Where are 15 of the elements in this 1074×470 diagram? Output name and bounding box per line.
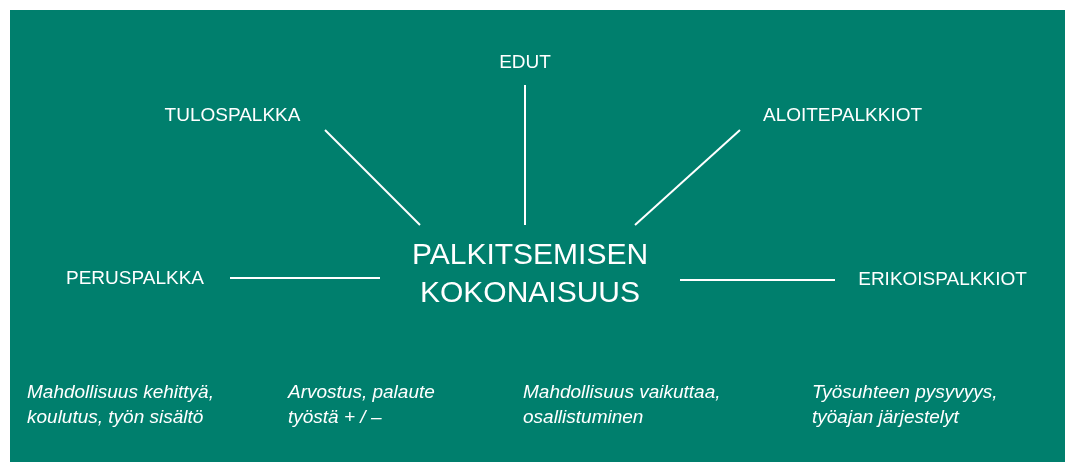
connector-line [634,129,741,226]
note-text: Arvostus, palaute työstä + / – [288,380,436,429]
note-text: Työsuhteen pysyvyys, työajan järjestelyt [812,380,999,429]
connector-line [229,277,381,279]
connector-line [324,129,421,226]
note-text: Mahdollisuus vaikuttaa, osallistuminen [523,380,722,429]
category-label: EDUT [480,40,570,85]
category-label: ERIKOISPALKKIOT [835,261,1050,297]
connector-line [524,84,526,226]
connector-line [679,279,836,281]
category-label: TULOSPALKKA [140,100,325,130]
category-label: ALOITEPALKKIOT [740,100,945,130]
central-title: PALKITSEMISEN KOKONAISUUS [380,225,680,320]
category-label: PERUSPALKKA [40,260,230,296]
note-text: Mahdollisuus kehittyä, koulutus, työn sisältö [27,380,215,429]
